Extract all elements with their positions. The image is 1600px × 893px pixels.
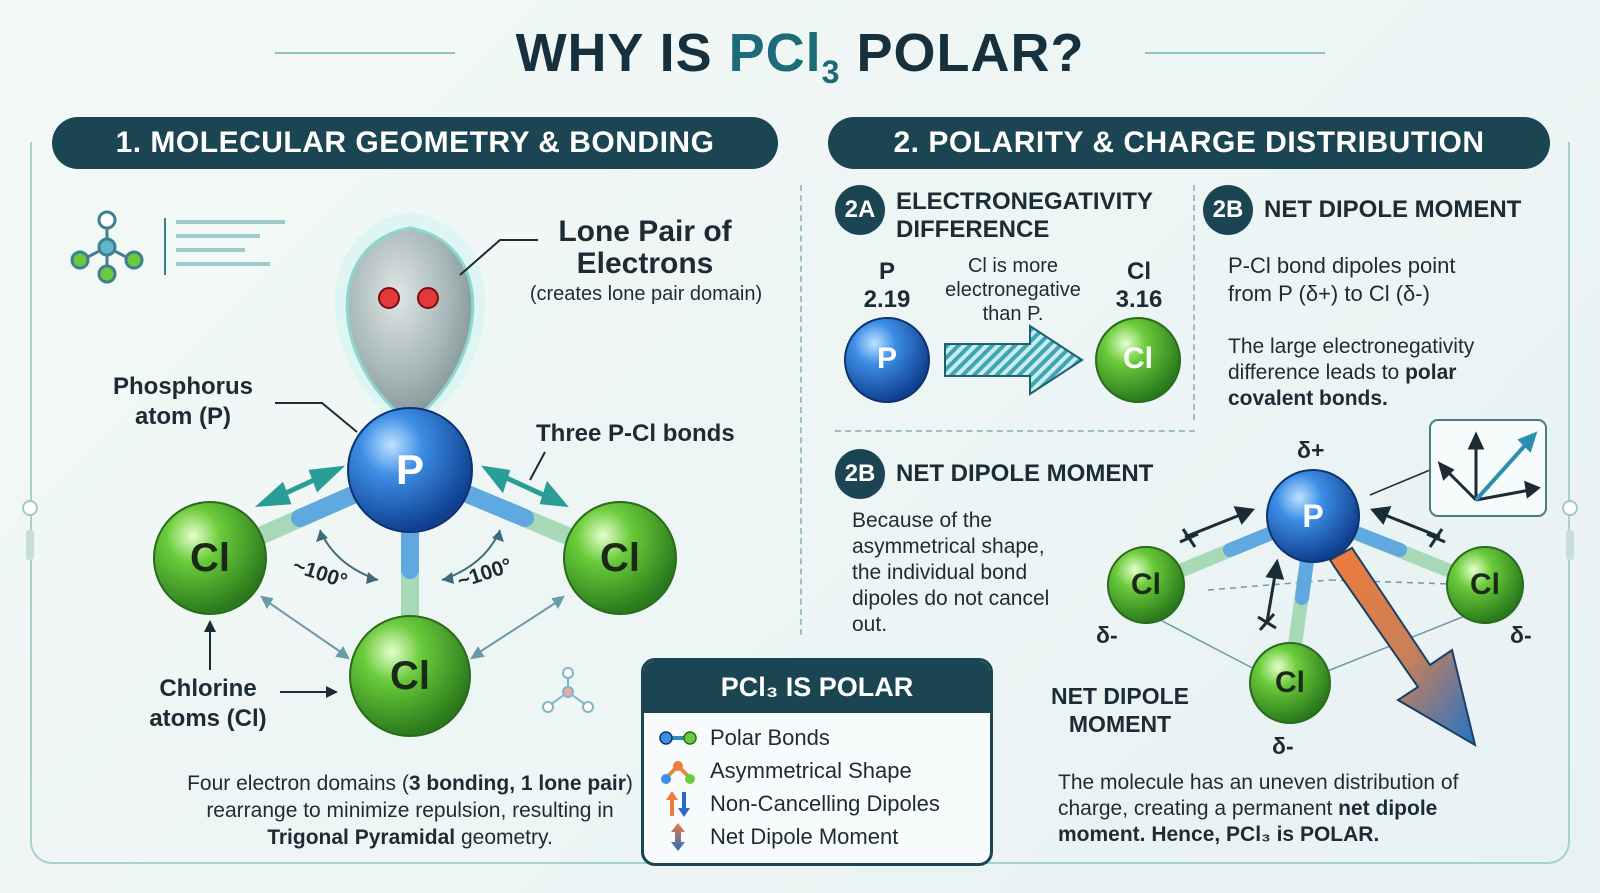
phosphorus-leader	[275, 402, 358, 433]
atom-p-center	[347, 407, 473, 533]
divider-vertical-top	[1193, 185, 1195, 420]
cl-electronegativity: Cl 3.16	[1115, 258, 1163, 313]
delta-minus-left: δ-	[1096, 622, 1118, 648]
divider-horizontal	[835, 430, 1195, 432]
net-dipole-arrow	[1328, 546, 1477, 748]
net-dipole-moment-icon	[671, 823, 685, 851]
dipole-atom-cl-right-symbol: Cl	[1470, 568, 1500, 601]
en-atom-cl	[1095, 317, 1181, 403]
atom-cl-bottom-symbol: Cl	[390, 654, 430, 698]
dipole-atom-p-symbol: P	[1302, 498, 1324, 534]
en-atom-cl-symbol: Cl	[1123, 342, 1153, 375]
dipole-atom-cl-left-symbol: Cl	[1131, 568, 1161, 601]
bond-dipole-right	[1370, 506, 1446, 548]
electronegativity-note: Cl is more electronegative than P.	[945, 255, 1081, 325]
delta-minus-bottom: δ-	[1272, 733, 1294, 759]
lone-pair-electron-1	[378, 287, 400, 309]
badge-2b-middle: 2B	[835, 449, 885, 499]
bond-arrow-left	[254, 465, 346, 508]
title-rule-right	[1145, 52, 1325, 54]
en-atom-p-symbol: P	[876, 342, 897, 375]
lone-pair-electron-2	[417, 287, 439, 309]
asymmetry-text: Because of the asymmetrical shape, the i…	[852, 509, 1050, 636]
lone-pair-note: (creates lone pair domain)	[529, 283, 763, 305]
dipole-atom-cl-bottom	[1249, 642, 1331, 724]
atom-cl-bottom	[349, 615, 471, 737]
legend-item-non-cancelling-dipoles: Non-Cancelling Dipoles	[710, 791, 940, 816]
net-dipole-title-top: NET DIPOLE MOMENT	[1264, 196, 1522, 223]
small-molecule-icon	[542, 667, 594, 713]
electronegativity-title: ELECTRONEGATIVITY DIFFERENCE	[896, 188, 1153, 243]
title-rule-left	[275, 52, 455, 54]
vector-sum-icon	[1437, 431, 1541, 502]
dipole-direction-text: P-Cl bond dipoles point from P (δ+) to C…	[1228, 253, 1456, 306]
dipole-atom-p	[1266, 469, 1360, 563]
atom-cl-left	[153, 501, 267, 615]
phosphorus-label: Phosphorus atom (P)	[112, 373, 253, 430]
section1-banner: 1. MOLECULAR GEOMETRY & BONDING	[52, 117, 778, 169]
en-atom-p	[844, 317, 930, 403]
bond-arrow-right	[481, 465, 569, 508]
divider-vertical-main	[800, 185, 802, 635]
lone-pair-lobe	[345, 226, 475, 424]
bond-dipole-left	[1179, 506, 1255, 548]
delta-minus-right: δ-	[1510, 622, 1532, 648]
atom-cl-left-symbol: Cl	[190, 536, 230, 580]
lone-pair-leader	[459, 239, 538, 276]
polarity-diagram	[844, 317, 1578, 748]
molecule-icon	[70, 210, 144, 284]
geometry-description: Four electron domains (3 bonding, 1 lone…	[187, 772, 633, 849]
non-cancelling-dipoles-icon	[666, 791, 690, 817]
p-electronegativity: P 2.19	[863, 258, 911, 313]
page-title: WHY IS PCl3 POLAR?	[515, 23, 1085, 90]
conclusion-text: The molecule has an uneven distribution …	[1058, 771, 1459, 846]
cl-distance-arrows	[260, 595, 565, 660]
molecule-geometry-diagram	[22, 210, 677, 737]
section2-banner: 2. POLARITY & CHARGE DISTRIBUTION	[828, 117, 1550, 169]
text-lines-icon	[164, 218, 285, 275]
legend-title: PCl₃ IS POLAR	[644, 661, 990, 713]
dipole-atom-cl-left	[1107, 546, 1185, 624]
net-dipole-label: NET DIPOLE MOMENT	[1050, 683, 1189, 737]
asymmetrical-shape-icon	[661, 761, 695, 784]
dipole-atom-cl-bottom-symbol: Cl	[1275, 666, 1305, 699]
chlorine-label: Chlorine atoms (Cl)	[149, 675, 267, 732]
atom-cl-right	[563, 501, 677, 615]
legend-box: PCl₃ IS POLAR Polar Bonds Asymmetrical S…	[641, 658, 993, 866]
polar-bond-text: The large electronegativity difference l…	[1228, 335, 1475, 410]
legend-item-asymmetrical-shape: Asymmetrical Shape	[710, 758, 912, 783]
en-arrow	[944, 324, 1084, 396]
atom-p-symbol: P	[395, 446, 424, 493]
bond-dipole-bottom	[1257, 558, 1285, 631]
delta-plus-p: δ+	[1297, 437, 1325, 463]
bonds-label: Three P-Cl bonds	[536, 420, 735, 447]
net-dipole-title-middle: NET DIPOLE MOMENT	[896, 460, 1154, 487]
lone-pair-title: Lone Pair of Electrons	[558, 215, 732, 280]
legend-item-net-dipole-moment: Net Dipole Moment	[710, 824, 899, 849]
atom-cl-right-symbol: Cl	[600, 536, 640, 580]
bonds-leader	[529, 451, 546, 481]
dipole-atom-cl-right	[1446, 546, 1524, 624]
badge-2b-top: 2B	[1203, 185, 1253, 235]
polar-bonds-icon	[659, 731, 697, 745]
badge-2a: 2A	[835, 185, 885, 235]
legend-item-polar-bonds: Polar Bonds	[710, 725, 830, 750]
